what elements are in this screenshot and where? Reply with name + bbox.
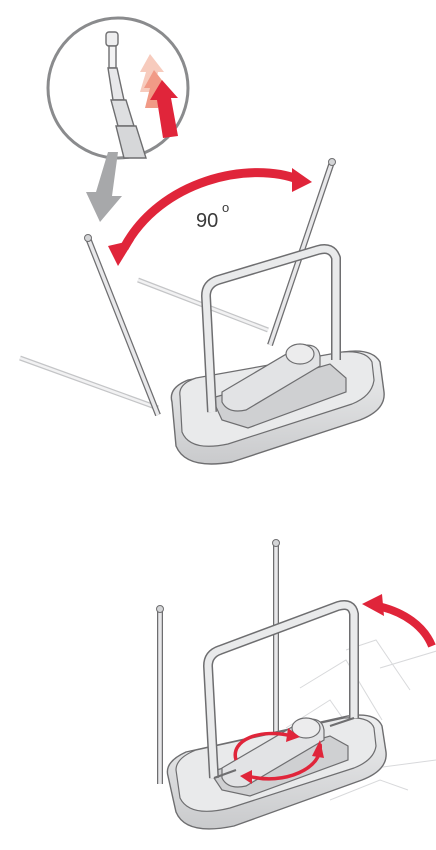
left-telescoping-rod <box>156 605 164 784</box>
step-2-panel <box>156 539 436 830</box>
square-loop-element <box>201 244 341 413</box>
rotation-arc-arrow-icon <box>108 168 312 266</box>
antenna-base <box>166 714 387 830</box>
rotation-angle-degree-symbol: o <box>222 200 229 215</box>
step-1-panel: 90 o <box>19 16 385 465</box>
rotation-arc-arrow-icon <box>362 594 436 648</box>
pull-up-arrow-icon <box>140 54 178 138</box>
telescoping-rod-zoom-icon <box>46 16 190 160</box>
antenna-base <box>170 343 385 465</box>
rotation-angle-value: 90 <box>196 210 218 232</box>
circular-rotation-arrows-icon <box>233 728 324 784</box>
right-telescoping-rod <box>272 539 280 738</box>
pointer-arrow-icon <box>86 152 122 222</box>
left-telescoping-rod <box>84 234 161 417</box>
square-loop-element <box>203 600 359 779</box>
